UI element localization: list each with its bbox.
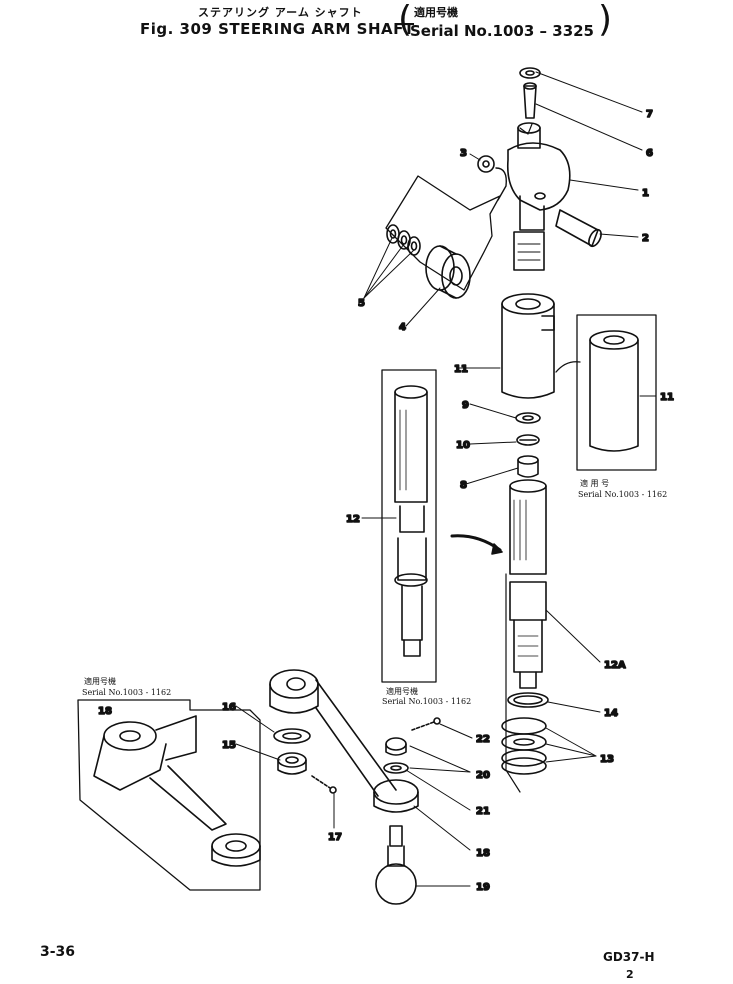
callout-1: 1	[642, 188, 649, 199]
callout-14: 14	[604, 708, 618, 719]
callout-6: 6	[646, 148, 653, 159]
callout-4: 4	[399, 322, 406, 333]
callout-17: 17	[328, 832, 342, 843]
part-6-pin	[523, 82, 537, 119]
detail-box-18	[77, 699, 261, 891]
note-top-right-serial: Serial No.1003 - 1162	[578, 490, 668, 499]
callout-3: 3	[460, 148, 467, 159]
part-13-shims	[501, 717, 547, 775]
serial-range: Serial No.1003 – 3325	[410, 22, 594, 40]
note-left-jp: 適用号機	[84, 677, 116, 686]
part-20-nut	[385, 737, 407, 756]
note-top-right-jp: 適 用 号	[580, 479, 610, 488]
note-left-serial: Serial No.1003 - 1162	[82, 688, 172, 697]
open-parenthesis: (	[398, 0, 413, 40]
callout-18: 18	[476, 848, 490, 859]
note-center-serial: Serial No.1003 - 1162	[382, 697, 472, 706]
callout-9: 9	[462, 400, 469, 411]
detail-bracket-1	[385, 175, 501, 291]
detail-box-12	[381, 369, 437, 683]
callout-21: 21	[476, 806, 490, 817]
part-11-housing	[501, 293, 555, 399]
part-12-alt-shaft	[394, 385, 428, 657]
callout-20: 20	[476, 770, 490, 781]
model-code: GD37-H	[603, 950, 655, 964]
callout-13: 13	[600, 754, 614, 765]
part-14-ring	[507, 692, 549, 708]
part-10-ring	[516, 434, 540, 446]
part-22-bolt	[411, 717, 441, 731]
figure-title: Fig. 309 STEERING ARM SHAFT	[140, 20, 415, 38]
part-8-bushing	[517, 455, 539, 478]
part-12a-shaft	[509, 479, 547, 689]
transition-arrow-head	[491, 543, 503, 555]
part-16-washer	[273, 728, 311, 744]
part-3-bush	[477, 155, 495, 173]
part-4-roller	[425, 245, 471, 299]
page-number: 3-36	[40, 944, 76, 960]
callout-15: 15	[222, 740, 236, 751]
shaft-spline	[513, 231, 545, 271]
part-15-nut	[277, 752, 307, 775]
part-7-clip	[519, 67, 541, 79]
note-center-jp: 適用号機	[386, 687, 418, 696]
sheet-number: 2	[626, 968, 634, 981]
callout-16: 16	[222, 702, 236, 713]
callout-19: 19	[476, 882, 490, 893]
japanese-serial-label: 適用号機	[414, 6, 458, 19]
callout-2: 2	[642, 233, 649, 244]
callout-11-alt: 11	[660, 392, 674, 403]
part-5-washers	[386, 224, 421, 256]
callout-5: 5	[358, 298, 365, 309]
part-17-pin	[311, 775, 337, 794]
japanese-title: ステアリング アーム シャフト	[198, 6, 363, 19]
callout-7: 7	[646, 109, 653, 120]
part-21-washer	[383, 762, 409, 774]
part-9-washer	[515, 412, 541, 424]
callout-8: 8	[460, 480, 467, 491]
leader-lines	[235, 71, 657, 887]
callout-18-alt: 18	[98, 706, 112, 717]
part-18-alt-arm	[93, 715, 261, 867]
callout-22: 22	[476, 734, 490, 745]
part-18-arm	[269, 669, 419, 813]
close-parenthesis: )	[598, 0, 613, 40]
part-1-arm	[506, 122, 571, 231]
callout-12: 12	[346, 514, 360, 525]
detail-box-11	[576, 314, 657, 471]
callout-10: 10	[456, 440, 470, 451]
part-2-pin	[555, 209, 602, 248]
part-19-ball-stud	[375, 825, 417, 905]
callout-12a: 12A	[604, 660, 626, 671]
callout-11: 11	[454, 364, 468, 375]
part-11-alt-housing	[589, 330, 639, 452]
